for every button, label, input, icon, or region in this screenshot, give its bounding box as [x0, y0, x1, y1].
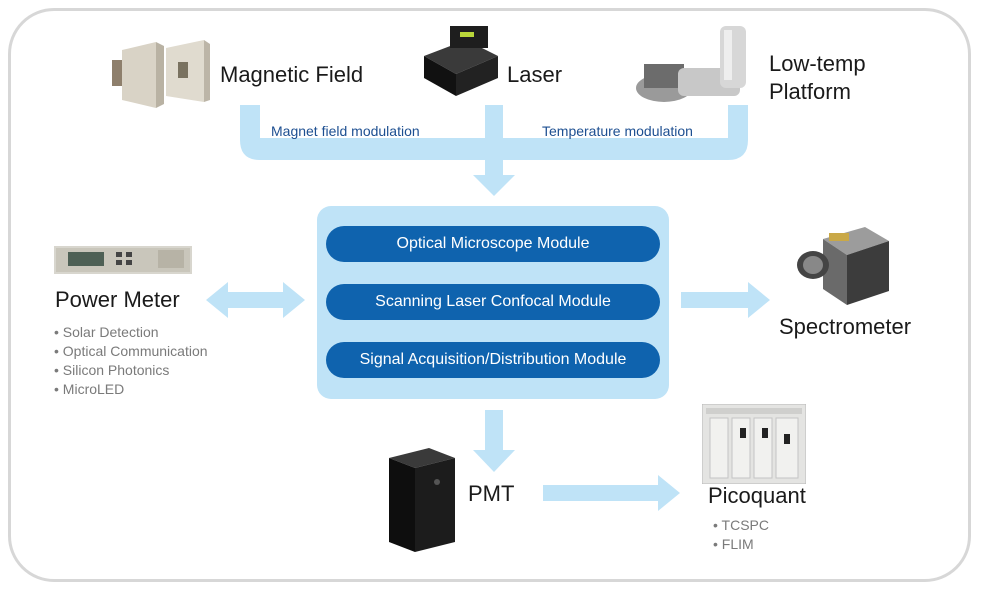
bullet-item: Silicon Photonics: [54, 361, 208, 380]
optical-microscope-module: Optical Microscope Module: [326, 226, 660, 262]
power-meter-label: Power Meter: [55, 287, 180, 312]
pmt-label: PMT: [468, 481, 515, 506]
magnet-image: [112, 40, 210, 108]
magnetic-field-label: Magnetic Field: [220, 62, 364, 87]
spectrometer-label: Spectrometer: [779, 314, 912, 339]
laser-image: [424, 26, 498, 96]
power-meter-applications: Solar Detection Optical Communication Si…: [54, 323, 208, 399]
laser-label: Laser: [507, 62, 563, 87]
power-meter-double-arrow: [206, 282, 305, 318]
low-temp-label-line1: Low-temp: [769, 51, 866, 76]
scanning-laser-confocal-module: Scanning Laser Confocal Module: [326, 284, 660, 320]
signal-acquisition-module: Signal Acquisition/Distribution Module: [326, 342, 660, 378]
power-meter-image: [54, 246, 192, 274]
arrow-to-modules: [473, 175, 515, 196]
bullet-item: TCSPC: [713, 516, 769, 535]
bullet-item: Solar Detection: [54, 323, 208, 342]
pmt-stem: [485, 410, 503, 452]
modulation-bus: [240, 105, 748, 160]
low-temp-platform-image: [636, 26, 746, 102]
picoquant-image: [702, 404, 806, 484]
temperature-modulation-label: Temperature modulation: [542, 123, 693, 139]
low-temp-label-line2: Platform: [769, 79, 851, 104]
bullet-item: Optical Communication: [54, 342, 208, 361]
bullet-item: FLIM: [713, 535, 769, 554]
spectrometer-image: [797, 227, 889, 305]
picoquant-applications: TCSPC FLIM: [713, 516, 769, 554]
pmt-image: [389, 448, 455, 552]
spectrometer-arrow: [681, 282, 770, 318]
picoquant-label: Picoquant: [708, 483, 806, 508]
picoquant-arrow: [543, 475, 680, 511]
magnet-modulation-label: Magnet field modulation: [271, 123, 420, 139]
laser-stem: [485, 105, 503, 177]
low-temp-platform-label: Low-temp Platform: [769, 50, 866, 106]
arrow-to-pmt: [473, 450, 515, 472]
bullet-item: MicroLED: [54, 380, 208, 399]
